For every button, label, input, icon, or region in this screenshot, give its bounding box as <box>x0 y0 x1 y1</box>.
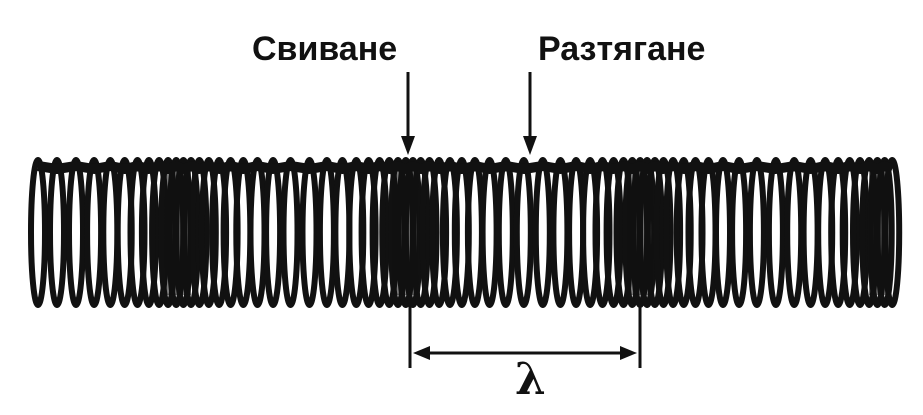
spring-coil <box>729 157 750 308</box>
rarefaction-label: Разтягане <box>538 30 706 68</box>
spring-coil <box>479 157 500 308</box>
compression-label: Свиване <box>252 30 398 68</box>
spring-coil <box>550 157 571 308</box>
spring-coil <box>419 157 440 308</box>
wavelength-symbol: λ <box>515 354 546 405</box>
compression-zone <box>869 170 891 295</box>
spring-coil <box>280 157 301 308</box>
spring-coil <box>84 157 105 308</box>
spring-coil <box>316 157 337 308</box>
spring-coil <box>784 157 805 308</box>
spring-coil <box>299 157 320 308</box>
wavelength-right-arrowhead <box>620 346 637 360</box>
spring-coil <box>765 157 786 308</box>
spring-coil <box>653 157 674 308</box>
spring-coil <box>189 157 210 308</box>
spring-coil <box>495 157 516 308</box>
spring-coil <box>839 157 860 308</box>
compression-zone <box>627 170 653 295</box>
wavelength-left-arrowhead <box>413 346 430 360</box>
spring-coil <box>369 157 390 308</box>
spring-coil <box>603 157 624 308</box>
spring-coil <box>663 157 684 308</box>
spring-coil <box>47 157 67 308</box>
spring-coil <box>513 157 534 308</box>
spring-coil <box>746 157 767 308</box>
spring-coil <box>429 157 450 308</box>
spring-coil <box>532 157 553 308</box>
spring-coil <box>28 157 48 308</box>
compression-zone <box>165 170 191 295</box>
spring-coil <box>247 157 268 308</box>
spring-top-rim <box>37 161 895 174</box>
spring-coil <box>138 157 159 308</box>
spring-coil <box>198 157 219 308</box>
compression-arrow <box>401 72 415 155</box>
wavelength-dimension <box>408 298 642 368</box>
spring-coil <box>713 157 733 308</box>
rarefaction-arrow <box>523 72 537 155</box>
spring-coil <box>850 157 870 308</box>
spring-coil <box>263 157 284 308</box>
coil-spring <box>28 157 903 308</box>
compression-zone <box>392 170 418 295</box>
spring-coil <box>66 157 86 308</box>
